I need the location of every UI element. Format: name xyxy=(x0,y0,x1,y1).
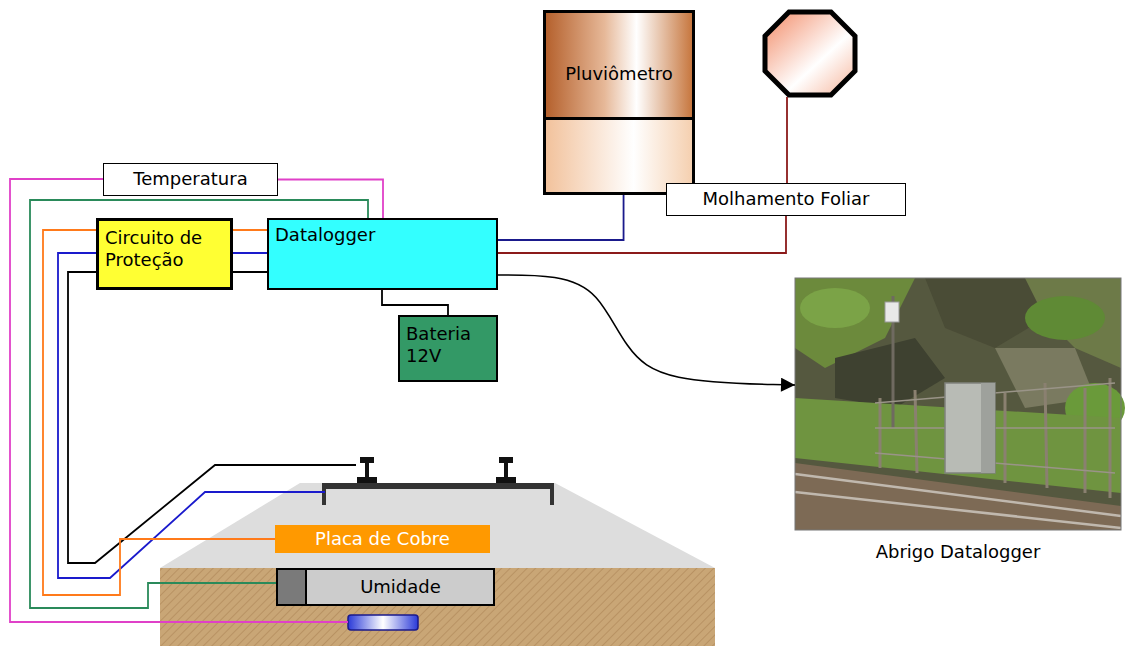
node-label: Circuito de Proteção xyxy=(105,227,224,270)
shelter-photo-picture xyxy=(795,278,1125,530)
rail-symbol xyxy=(357,457,377,483)
rain-gauge-box: Pluviômetro xyxy=(543,10,695,195)
wire xyxy=(68,272,356,563)
datalogger-box: Datalogger xyxy=(267,218,498,290)
sleeper-end xyxy=(550,483,554,505)
rain-gauge-wire xyxy=(498,195,624,240)
temperature-probe xyxy=(348,615,418,630)
humidity-sensor: Umidade xyxy=(276,568,495,606)
protection-wire xyxy=(233,271,267,273)
arrow-connector xyxy=(498,275,795,385)
sleeper xyxy=(322,483,554,489)
temperature-label: Temperatura xyxy=(103,163,278,196)
protection-wire xyxy=(233,252,267,254)
protection-wire xyxy=(233,229,267,231)
soil xyxy=(160,568,715,646)
shelter-photo: Abrigo Datalogger xyxy=(795,278,1121,568)
ballast xyxy=(160,483,715,568)
leaf-wetness-label: Molhamento Foliar xyxy=(666,183,906,216)
power-wire xyxy=(382,290,448,315)
sleeper-end xyxy=(322,483,326,505)
leaf-wetness-wire xyxy=(498,216,786,253)
node-label: Abrigo Datalogger xyxy=(799,541,1117,563)
node-label: Umidade xyxy=(312,576,489,598)
node-label: Datalogger xyxy=(275,224,490,246)
protection-circuit-box: Circuito de Proteção xyxy=(96,218,233,290)
leaf-wetness-sensor xyxy=(765,12,855,95)
battery-box: Bateria 12V xyxy=(398,315,498,382)
copper-plate: Placa de Cobre xyxy=(275,525,490,553)
rail-symbol xyxy=(496,457,516,483)
node-label: Temperatura xyxy=(108,168,273,190)
node-label: Bateria 12V xyxy=(406,323,490,366)
node-label: Placa de Cobre xyxy=(279,528,486,550)
node-label: Molhamento Foliar xyxy=(671,188,901,210)
node-label: Pluviômetro xyxy=(550,63,688,85)
